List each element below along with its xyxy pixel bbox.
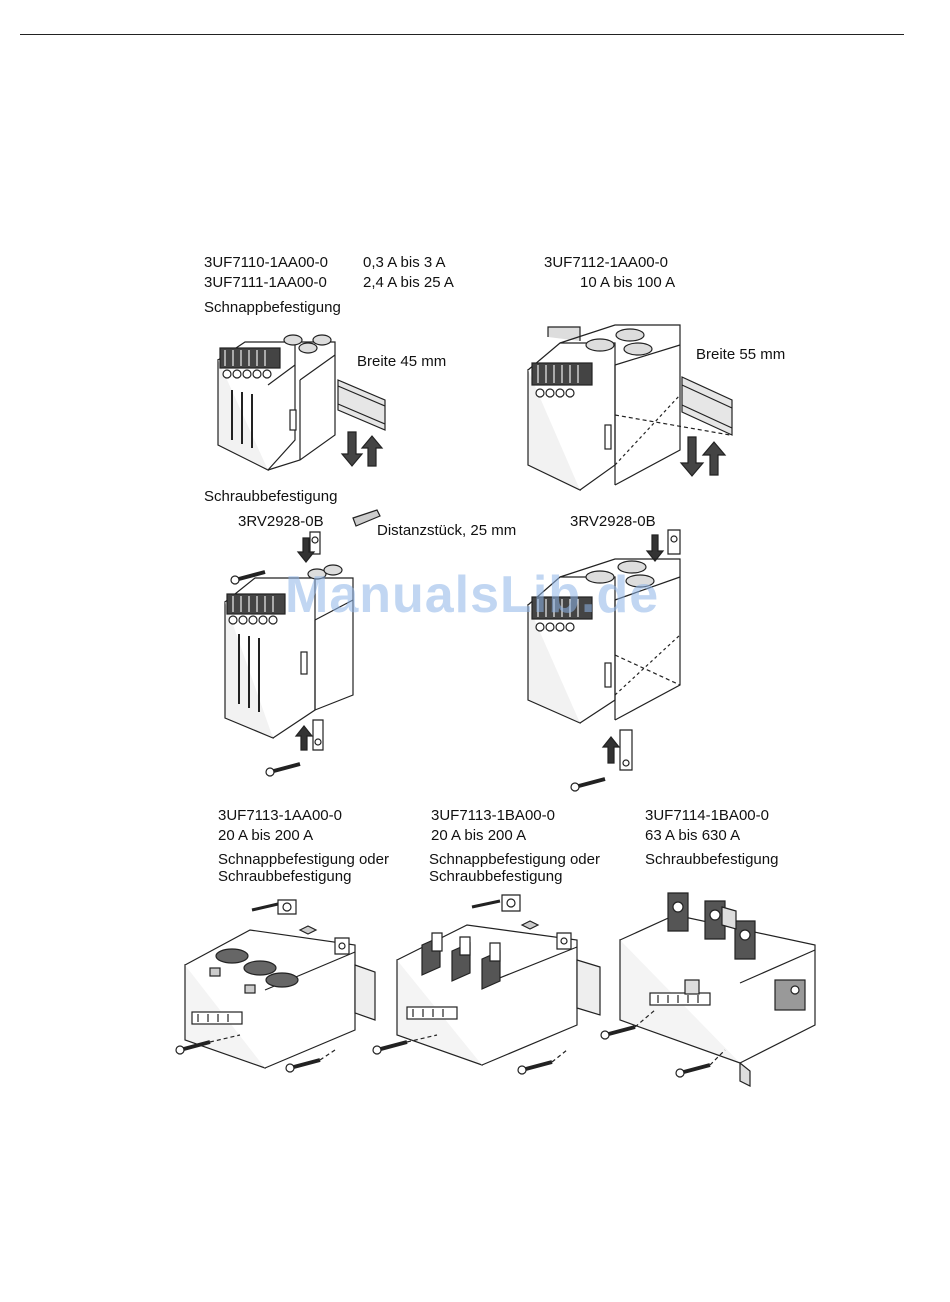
right-accessory-label: 3RV2928-0B <box>570 513 656 530</box>
top-left-part-1: 3UF7110-1AA00-0 <box>204 254 328 271</box>
bottom-2-part: 3UF7113-1BA00-0 <box>431 807 555 824</box>
device-45mm-screw-figure <box>224 509 385 785</box>
bottom-2-mount-2: Schraubbefestigung <box>429 868 563 885</box>
top-left-range-1: 0,3 A bis 3 A <box>363 254 446 271</box>
left-accessory-label: 3RV2928-0B <box>238 513 324 530</box>
device-3uf7113-1aa00-figure <box>170 890 385 1080</box>
bottom-1-mount-1: Schnappbefestigung oder <box>218 851 389 868</box>
bottom-2-mount-1: Schnappbefestigung oder <box>429 851 600 868</box>
device-55mm-screw-figure <box>520 525 700 795</box>
bottom-2-range: 20 A bis 200 A <box>431 827 527 844</box>
width-45-label: Breite 45 mm <box>357 353 447 370</box>
device-3uf7113-1ba00-figure <box>372 885 607 1080</box>
top-left-part-2: 3UF7111-1AA00-0 <box>204 274 327 291</box>
width-55-label: Breite 55 mm <box>696 346 786 363</box>
snap-mount-label: Schnappbefestigung <box>204 299 341 316</box>
bottom-1-part: 3UF7113-1AA00-0 <box>218 807 342 824</box>
bottom-1-mount-2: Schraubbefestigung <box>218 868 352 885</box>
spacer-label: Distanzstück, 25 mm <box>377 522 517 539</box>
bottom-3-range: 63 A bis 630 A <box>645 827 741 844</box>
header-rule <box>20 34 904 35</box>
top-right-part: 3UF7112-1AA00-0 <box>544 254 668 271</box>
top-right-range: 10 A bis 100 A <box>580 274 676 291</box>
device-3uf7114-1ba00-figure <box>600 885 825 1087</box>
screw-mount-label: Schraubbefestigung <box>204 488 338 505</box>
bottom-3-mount-1: Schraubbefestigung <box>645 851 779 868</box>
device-55mm-snap-figure <box>520 315 735 491</box>
bottom-3-part: 3UF7114-1BA00-0 <box>645 807 769 824</box>
top-left-range-2: 2,4 A bis 25 A <box>363 274 454 291</box>
watermark: ManualsLib.de <box>285 566 660 624</box>
device-45mm-snap-figure <box>200 320 390 480</box>
bottom-1-range: 20 A bis 200 A <box>218 827 314 844</box>
